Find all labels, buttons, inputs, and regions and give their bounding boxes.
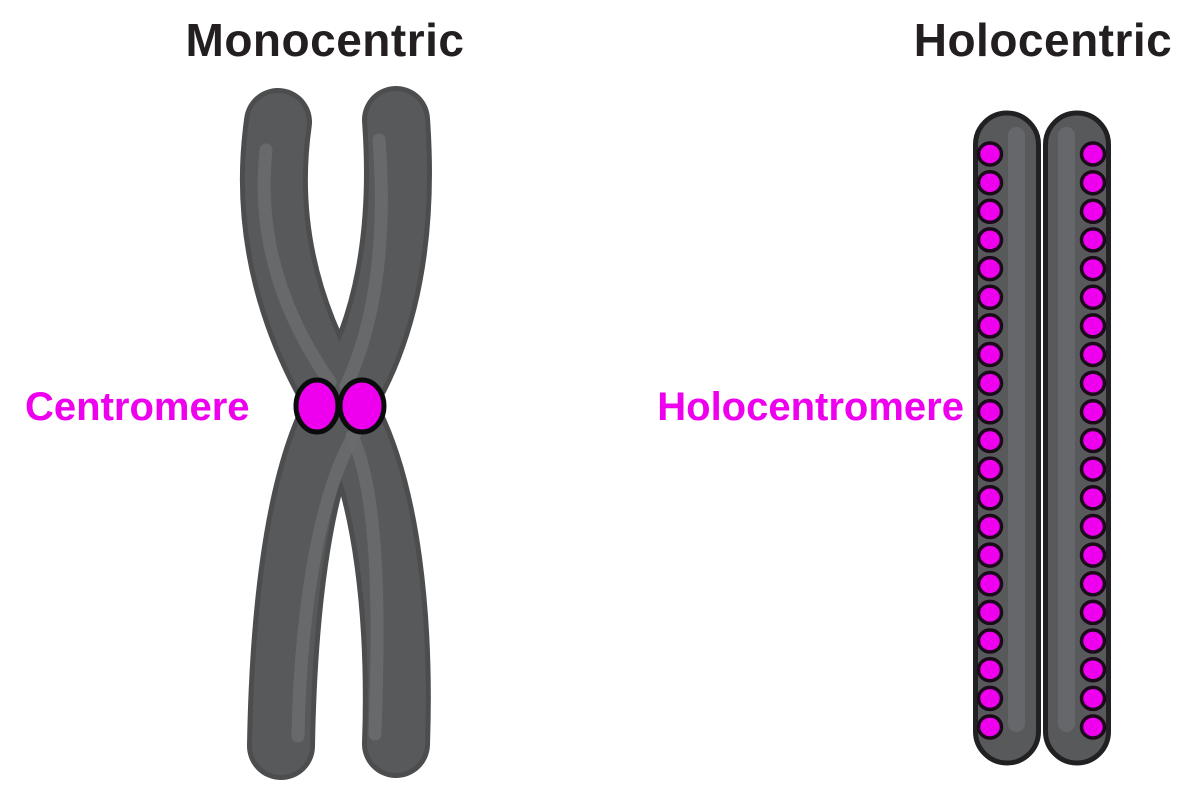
holocentromere-dot <box>976 313 1004 339</box>
holocentromere-dot <box>976 599 1004 626</box>
holocentromere-dot <box>976 341 1004 368</box>
holocentromere-dots-left <box>976 141 1004 740</box>
centromere-label: Centromere <box>25 385 250 429</box>
monocentric-chromosome <box>239 86 432 780</box>
holocentromere-dot <box>976 513 1004 540</box>
holocentromere-dot <box>976 571 1004 597</box>
holocentromere-dot <box>976 255 1004 282</box>
holocentromere-dot <box>976 141 1004 167</box>
holocentromere-dot <box>1079 599 1107 626</box>
holocentromere-dot <box>1079 169 1107 196</box>
holocentromere-dot <box>976 227 1004 253</box>
monocentric-title: Monocentric <box>185 14 465 66</box>
holocentromere-label: Holocentromere <box>657 385 964 429</box>
holocentromere-dot <box>1079 399 1107 425</box>
holocentromere-dot <box>1079 656 1107 683</box>
holocentromere-dot <box>1079 427 1107 454</box>
holocentromere-dots-right <box>1079 141 1107 740</box>
holocentromere-dot <box>1079 714 1107 740</box>
holocentromere-dot <box>976 370 1004 396</box>
arm-highlight <box>345 429 384 741</box>
arm-highlight <box>339 133 388 393</box>
holocentromere-dot <box>1079 227 1107 253</box>
holocentromere-dot <box>976 169 1004 196</box>
holocentromere-dot <box>976 284 1004 311</box>
holocentromere-dot <box>976 198 1004 225</box>
holocentromere-dot <box>1079 341 1107 368</box>
centromere-left-dot <box>293 377 341 435</box>
holocentromere-dot <box>1079 255 1107 282</box>
holocentromere-dot <box>1079 542 1107 568</box>
holocentromere-dot <box>976 628 1004 654</box>
holocentric-chromosome <box>973 110 1111 766</box>
holocentromere-dot <box>1079 370 1107 396</box>
rod-highlight <box>1058 127 1075 732</box>
arm-highlight <box>291 425 363 743</box>
holocentromere-dot <box>1079 513 1107 540</box>
holocentromere-dot <box>1079 198 1107 225</box>
holocentromere-dot <box>976 542 1004 568</box>
holocentromere-dot <box>1079 456 1107 482</box>
rod-highlight <box>1008 127 1025 732</box>
centromere-right-dot <box>337 377 387 435</box>
holocentromere-dot <box>1079 571 1107 597</box>
holocentromere-dot <box>976 399 1004 425</box>
holocentromere-dot <box>976 714 1004 740</box>
holocentromere-dot <box>1079 628 1107 654</box>
holocentromere-dot <box>1079 141 1107 167</box>
holocentromere-dot <box>976 685 1004 712</box>
holocentric-title: Holocentric <box>913 14 1173 66</box>
holocentromere-dot <box>976 485 1004 511</box>
holocentromere-dot <box>1079 685 1107 712</box>
arm-highlight <box>257 143 337 389</box>
holocentromere-dot <box>976 427 1004 454</box>
holocentromere-dot <box>1079 313 1107 339</box>
holocentromere-dot <box>976 656 1004 683</box>
holocentromere-dot <box>1079 485 1107 511</box>
holocentromere-dot <box>1079 284 1107 311</box>
holocentromere-dot <box>976 456 1004 482</box>
